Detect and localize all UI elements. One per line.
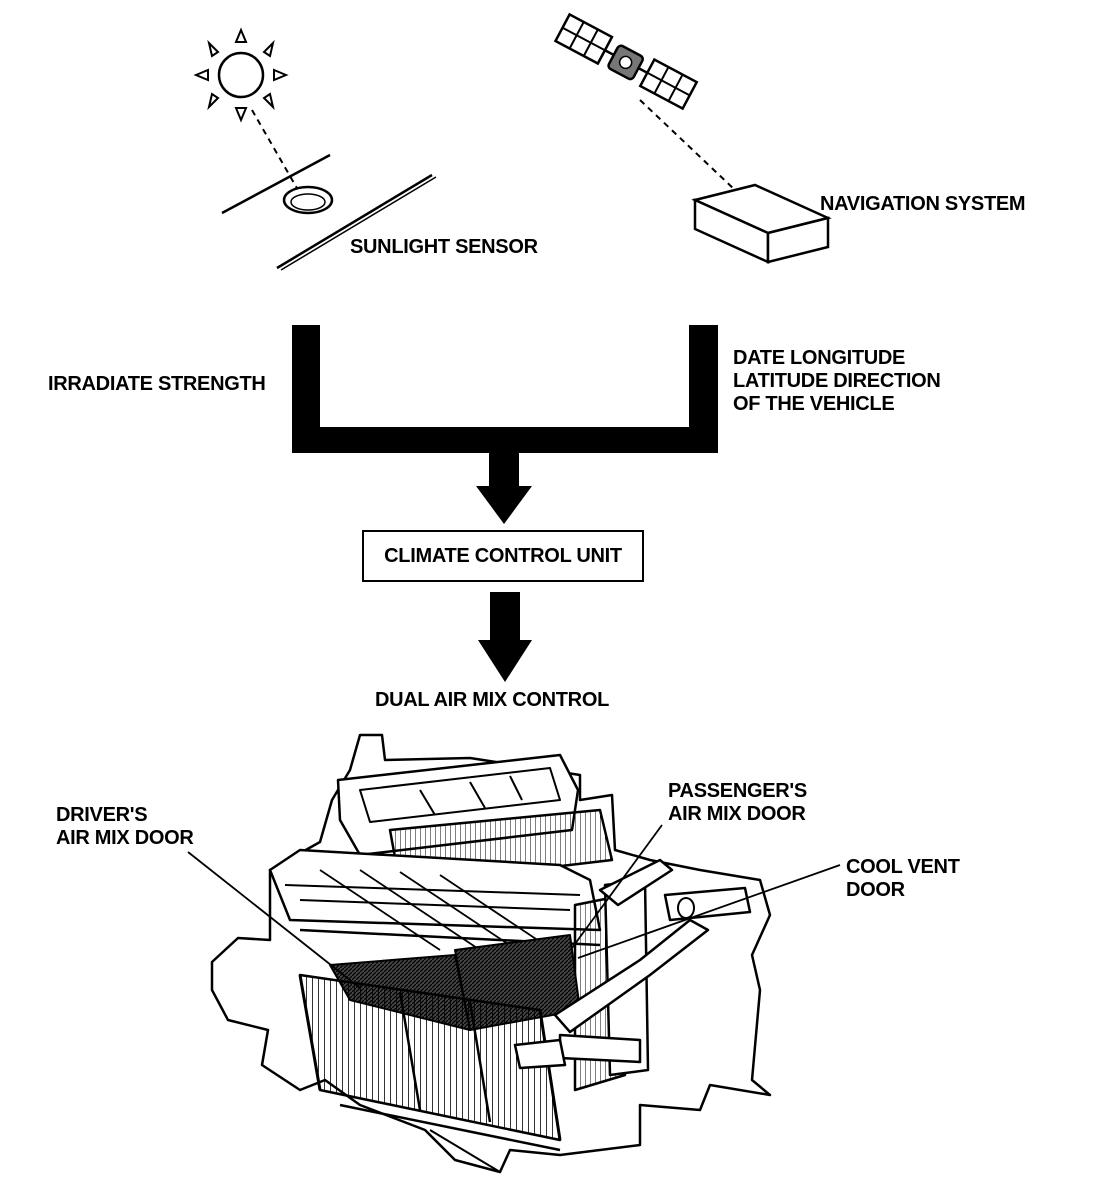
flow-connector	[292, 325, 718, 524]
dual-air-mix-control-label: DUAL AIR MIX CONTROL	[375, 689, 609, 711]
climate-control-unit-box: CLIMATE CONTROL UNIT	[362, 530, 644, 582]
sun-icon	[193, 27, 289, 123]
leader-passengers-door	[571, 824, 663, 949]
satellite-signal-dashed	[639, 99, 736, 191]
irradiate-strength-label: IRRADIATE STRENGTH	[48, 373, 266, 395]
navigation-system-label: NAVIGATION SYSTEM	[820, 193, 1026, 215]
flow-arrow-down	[478, 592, 532, 682]
passengers-door-line1: PASSENGER'S	[668, 780, 807, 802]
nav-data-line3: OF THE VEHICLE	[733, 393, 895, 415]
drivers-door-line1: DRIVER'S	[56, 804, 148, 826]
leader-drivers-door	[187, 851, 361, 989]
passengers-door-line2: AIR MIX DOOR	[668, 803, 806, 825]
navigation-unit-icon	[691, 183, 832, 264]
nav-data-line1: DATE LONGITUDE	[733, 347, 906, 369]
leader-cool-vent-door	[577, 864, 841, 959]
cool-vent-line2: DOOR	[846, 879, 905, 901]
satellite-icon	[553, 12, 699, 111]
sunlight-sensor-label: SUNLIGHT SENSOR	[350, 236, 538, 258]
hvac-unit-illustration	[210, 733, 772, 1174]
cool-vent-line1: COOL VENT	[846, 856, 960, 878]
sensor-icon	[221, 153, 437, 271]
climate-control-unit-label: CLIMATE CONTROL UNIT	[384, 544, 622, 567]
drivers-door-line2: AIR MIX DOOR	[56, 827, 194, 849]
nav-data-line2: LATITUDE DIRECTION	[733, 370, 941, 392]
sun-ray-dashed	[251, 109, 299, 191]
